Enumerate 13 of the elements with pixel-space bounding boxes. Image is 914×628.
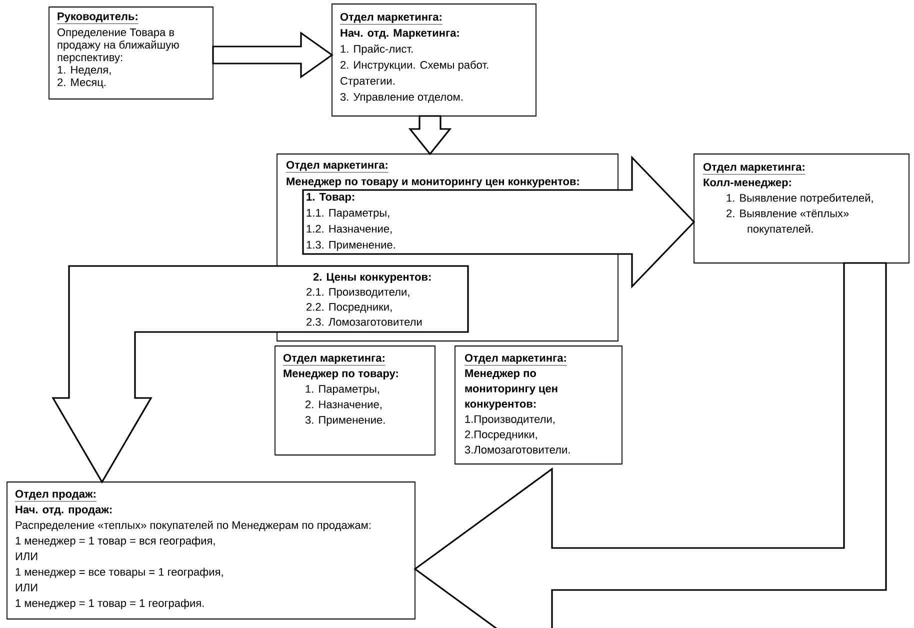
block-arrow	[302, 156, 696, 288]
text-box: Отдел маркетинга: Нач. отд. Маркетинга: 1. Прайс-лист. 2. Инструкции. Схемы работ. Стратегии. 3. Управление отделом.	[332, 4, 536, 116]
list-text: 2. Цены конкурентов: 2.1. Производители, 2.2. Посредники, 2.3. Ломозаготовители	[306, 273, 431, 326]
block-arrow	[414, 262, 887, 628]
block-arrow	[408, 115, 452, 156]
text-box: Отдел маркетинга: Колл-менеджер: 1. Выявление потребителей, 2. Выявление «тёплых» покупателей.	[694, 154, 910, 264]
block-arrow	[212, 31, 334, 79]
list-text: 1. Товар: 1.1. Параметры, 1.2. Назначение, 1.3. Применение.	[306, 193, 395, 251]
text-box: Руководитель: Определение Товара в продажу на ближайшую перспективу: 1. Неделя, 2. Месяц.	[48, 6, 214, 100]
block-arrow	[52, 265, 469, 484]
text-box: Отдел продаж: Нач. отд. продаж: Распределение «теплых» покупателей по Менеджерам по продажам: 1 менеджер = 1 товар = вся география, ИЛИ 1 менеджер = все товары = 1 география, ИЛИ 1 менеджер = 1 товар = 1 география.	[6, 482, 416, 620]
text-box: Отдел маркетинга: Менеджер по мониторингу цен конкурентов: 1.Производители, 2.Посредники, 3.Ломозаготовители.	[454, 346, 622, 464]
text-box: Отдел маркетинга: Менеджер по товару: 1. Параметры, 2. Назначение, 3. Применение.	[274, 346, 436, 456]
